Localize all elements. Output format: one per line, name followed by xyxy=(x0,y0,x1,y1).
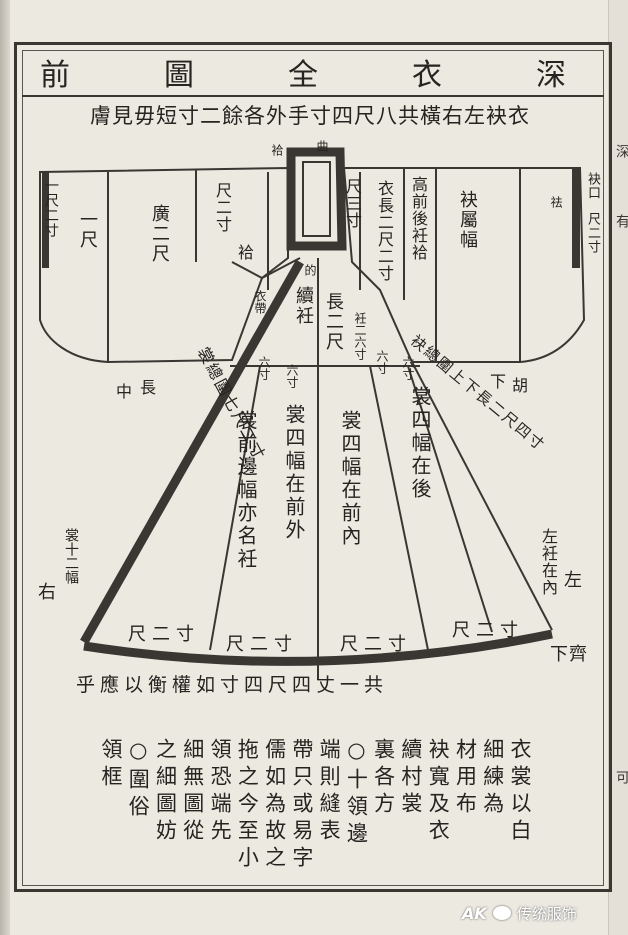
right-body-length-label: 衣長二尺二寸 xyxy=(375,180,394,282)
note-column: 衣裳以白 xyxy=(507,738,532,846)
skirt-panel-1-label: 裳前邊幅亦名衽 xyxy=(234,410,258,571)
inner-ridge-label: 續衽 xyxy=(293,286,314,326)
skirt-top-left-label: 六寸 xyxy=(257,356,271,380)
left-sleeve-width-label: 廣二尺 xyxy=(149,204,170,264)
left-cuff-band xyxy=(42,172,49,268)
watermark-logo: AK xyxy=(462,903,487,923)
left-lower-label: 中 xyxy=(116,382,134,401)
center-length-label: 長二尺 xyxy=(323,292,344,352)
hem-right-label: 下齊 xyxy=(550,644,588,665)
note-column: 之細圖妨 xyxy=(153,738,178,846)
wechat-icon xyxy=(492,906,511,920)
hem-caption: 乎應以衡權如寸四尺四丈一共 xyxy=(76,674,389,696)
hem-measure-2: 尺二寸 xyxy=(226,634,298,655)
note-column: 領恐端先 xyxy=(208,738,233,846)
left-lower-long-label: 長 xyxy=(140,378,158,397)
inner-lapel-label: 的 xyxy=(303,264,317,276)
collar-left-label: 袷 xyxy=(270,144,284,156)
right-sleeve-end-label: 祛 xyxy=(549,196,563,208)
title-rule xyxy=(22,95,604,97)
right-lower-label: 下 xyxy=(490,372,508,391)
page-subtitle: 膚見毋短寸二餘各外手寸四尺八共橫右左袂衣 xyxy=(90,104,530,128)
note-column: 續村裳 xyxy=(398,738,423,819)
note-column: 帶只或易字 xyxy=(289,738,314,873)
skirt-right-edge xyxy=(411,361,553,631)
inner-band-label: 衣帶 xyxy=(253,290,267,314)
skirt-seam-4 xyxy=(407,365,493,633)
left-sleeve-outline xyxy=(39,166,289,364)
left-jin-label: 袷 xyxy=(235,244,254,261)
left-diagonal-border xyxy=(80,259,304,645)
note-column: ○十領邊 xyxy=(344,738,369,849)
skirt-panel-2-label: 裳四幅在前外 xyxy=(282,404,306,542)
hem-border xyxy=(83,629,553,666)
collar-top-label: 曲 xyxy=(315,140,329,152)
adjacent-page-strip xyxy=(608,0,628,935)
inner-lapel-v xyxy=(231,257,301,280)
right-lower-hu-label: 胡 xyxy=(512,376,530,395)
page-title: 前 圖 全 衣 深 xyxy=(40,54,570,93)
adjacent-page-char: 有 xyxy=(614,214,628,228)
notes-block: 衣裳以白細練為材用布袂寬及衣續村裳裏各方○十領邊端則縫表帶只或易字儒如為故之拖之… xyxy=(99,738,532,886)
right-sleeve-note-label: 高前後衽袷 xyxy=(409,176,428,261)
skirt-panel-3-label: 裳四幅在前內 xyxy=(338,410,362,548)
skirt-top-mid-label: 六寸 xyxy=(285,364,299,388)
note-column: 拖之今至小 xyxy=(235,738,260,873)
note-column: 材用布 xyxy=(453,738,478,819)
right-cuff-note: 尺二寸 xyxy=(585,212,600,254)
collar-inner xyxy=(302,161,331,237)
adjacent-page-char: 可 xyxy=(614,770,628,784)
hem-measure-1: 尺二寸 xyxy=(128,624,200,645)
right-sleeve-title-label: 袂屬幅 xyxy=(457,190,478,250)
adjacent-page-char: 深 xyxy=(614,144,628,158)
note-column: 細無圖從 xyxy=(180,738,205,846)
center-narrow-label: 尺三寸 xyxy=(343,178,362,229)
page-frame-inner xyxy=(22,50,604,886)
skirt-top-r2-label: 六寸 xyxy=(375,350,389,374)
note-column: 細練為 xyxy=(480,738,505,819)
left-cuff-inner-label: 尺二寸 xyxy=(213,182,232,233)
skirt-top-r1-label: 衽二六寸 xyxy=(353,312,367,360)
right-cuff-band xyxy=(572,168,580,268)
skirt-seam-3 xyxy=(369,365,429,651)
watermark: AK 传统服饰 xyxy=(462,900,622,926)
hem-measure-3: 尺二寸 xyxy=(340,634,412,655)
skirt-top-r3-label: 六寸 xyxy=(401,356,415,380)
title-char: 前 xyxy=(40,58,74,93)
left-sleeve-edge-label: 一尺二寸 xyxy=(43,178,59,238)
title-char: 深 xyxy=(536,58,570,93)
note-column: 裏各方 xyxy=(371,738,396,819)
watermark-text: 传统服饰 xyxy=(516,904,577,923)
right-cuff-label: 袂口 xyxy=(585,172,600,200)
note-column: 儒如為故之 xyxy=(262,738,287,873)
skirt-left-outer-label: 裳十二幅 xyxy=(63,528,79,584)
title-char: 圖 xyxy=(164,58,198,93)
right-label-1: 左衽在內 xyxy=(539,528,558,596)
skirt-panel-4-label: 裳四幅在後 xyxy=(408,386,432,501)
left-sleeve-length-label: 一尺 xyxy=(77,210,98,250)
book-spine-edge xyxy=(0,0,10,935)
hem-measure-4: 尺二寸 xyxy=(452,620,524,641)
note-column: 端則縫表 xyxy=(317,738,342,846)
note-column: ○圍俗 xyxy=(126,738,151,822)
title-char: 全 xyxy=(288,58,322,93)
title-char: 衣 xyxy=(412,58,446,93)
right-label-2: 左 xyxy=(564,570,583,591)
note-column: 領框 xyxy=(99,738,123,792)
page-frame-outer xyxy=(14,42,612,892)
skirt-seam-1 xyxy=(209,365,261,651)
left-edge-char: 右 xyxy=(38,582,57,603)
collar-band xyxy=(286,147,347,251)
note-column: 袂寬及衣 xyxy=(426,738,451,846)
